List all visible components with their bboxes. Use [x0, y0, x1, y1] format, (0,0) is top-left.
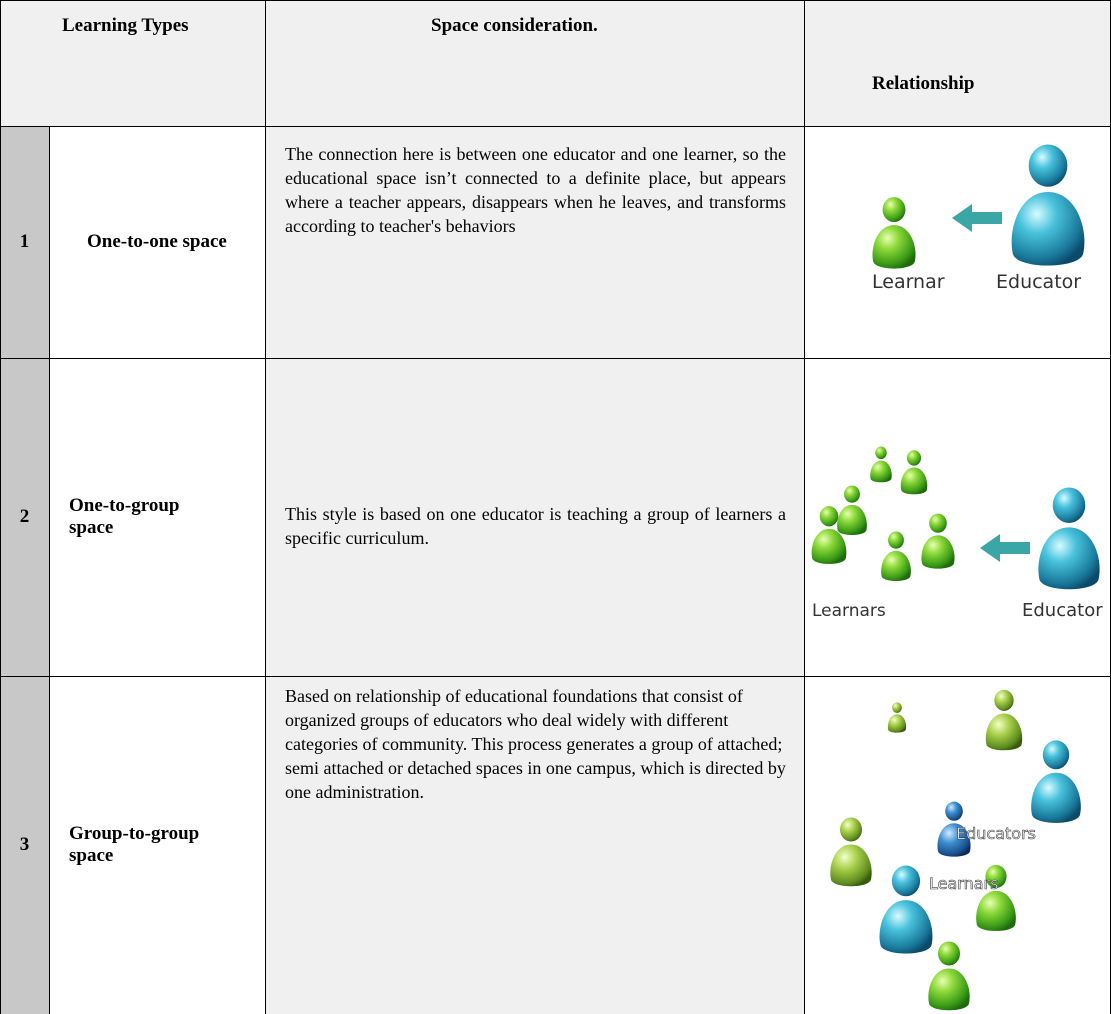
learner-figure-icon: [870, 446, 892, 483]
description-text: This style is based on one educator is t…: [285, 504, 786, 548]
row-3-relationship: Educators Learnars: [804, 676, 1111, 1014]
table-border-header-bottom: [0, 126, 1111, 127]
row-3-description: Based on relationship of educational fou…: [265, 676, 804, 1014]
table-border-type-col: [265, 0, 266, 1014]
header-learning-types-label: Learning Types: [62, 15, 189, 36]
educator-figure-icon: [1038, 487, 1100, 590]
description-text: The connection here is between one educa…: [285, 144, 786, 236]
educator-label: Educator: [996, 271, 1081, 293]
arrow-left-icon: [980, 534, 1030, 562]
row-number: 3: [19, 834, 30, 855]
table-border-desc-col: [804, 0, 805, 1014]
header-relationship: Relationship: [804, 0, 1111, 126]
one-to-group-diagram: Learnars Educator: [811, 446, 1103, 621]
learner-figure-icon: [881, 531, 911, 581]
learner-figure-icon: [928, 941, 970, 1011]
row-1-description: The connection here is between one educa…: [265, 126, 804, 358]
learner-figure-icon: [985, 689, 1023, 751]
learner-figure-icon: [900, 450, 928, 495]
educator-figure-icon: [1031, 740, 1081, 823]
row-2-description: This style is based on one educator is t…: [265, 358, 804, 676]
table-border-left: [0, 0, 1, 1014]
learning-type-label: One-to-one space: [87, 231, 227, 252]
learner-label: Learnar: [872, 271, 945, 293]
learner-figure-icon: [830, 817, 872, 887]
row-3-type: Group-to-group space: [49, 676, 265, 1014]
description-text: Based on relationship of educational fou…: [285, 686, 786, 802]
row-3-number: 3: [0, 676, 49, 1014]
row-1-type: One-to-one space: [49, 126, 265, 358]
arrow-left-icon: [952, 204, 1002, 232]
learner-figure-icon: [887, 702, 907, 733]
learner-figure-icon: [921, 513, 955, 569]
header-relationship-label: Relationship: [872, 73, 975, 94]
row-2-relationship: Learnars Educator: [804, 358, 1111, 676]
header-space-consideration-label: Space consideration.: [431, 15, 598, 36]
learners-label: Learnars: [812, 601, 886, 621]
table-border-top: [0, 0, 1111, 1]
educator-figure-icon: [879, 865, 933, 954]
educator-figure-icon: [1011, 144, 1085, 266]
table-border-row-1: [0, 358, 1111, 359]
header-learning-types: Learning Types: [0, 0, 265, 126]
row-2-type: One-to-group space: [49, 358, 265, 676]
learner-figure-icon: [872, 197, 916, 269]
educators-label: Educators: [956, 824, 1036, 843]
row-number: 1: [19, 231, 30, 252]
table-border-number-col: [49, 126, 50, 1014]
table-border-row-2: [0, 676, 1111, 677]
row-1-number: 1: [0, 126, 49, 358]
row-number: 2: [19, 506, 30, 527]
educator-label: Educator: [1022, 600, 1103, 621]
learners-label: Learnars: [929, 874, 998, 893]
row-1-relationship: Learnar Educator: [804, 126, 1111, 358]
one-to-one-diagram: Learnar Educator: [872, 144, 1085, 293]
header-space-consideration: Space consideration.: [265, 0, 804, 126]
group-to-group-diagram: Educators Learnars: [830, 689, 1081, 1011]
learning-type-label: One-to-group space: [69, 495, 180, 538]
learning-type-label: Group-to-group space: [69, 823, 200, 866]
learner-figure-icon: [837, 485, 867, 535]
row-2-number: 2: [0, 358, 49, 676]
